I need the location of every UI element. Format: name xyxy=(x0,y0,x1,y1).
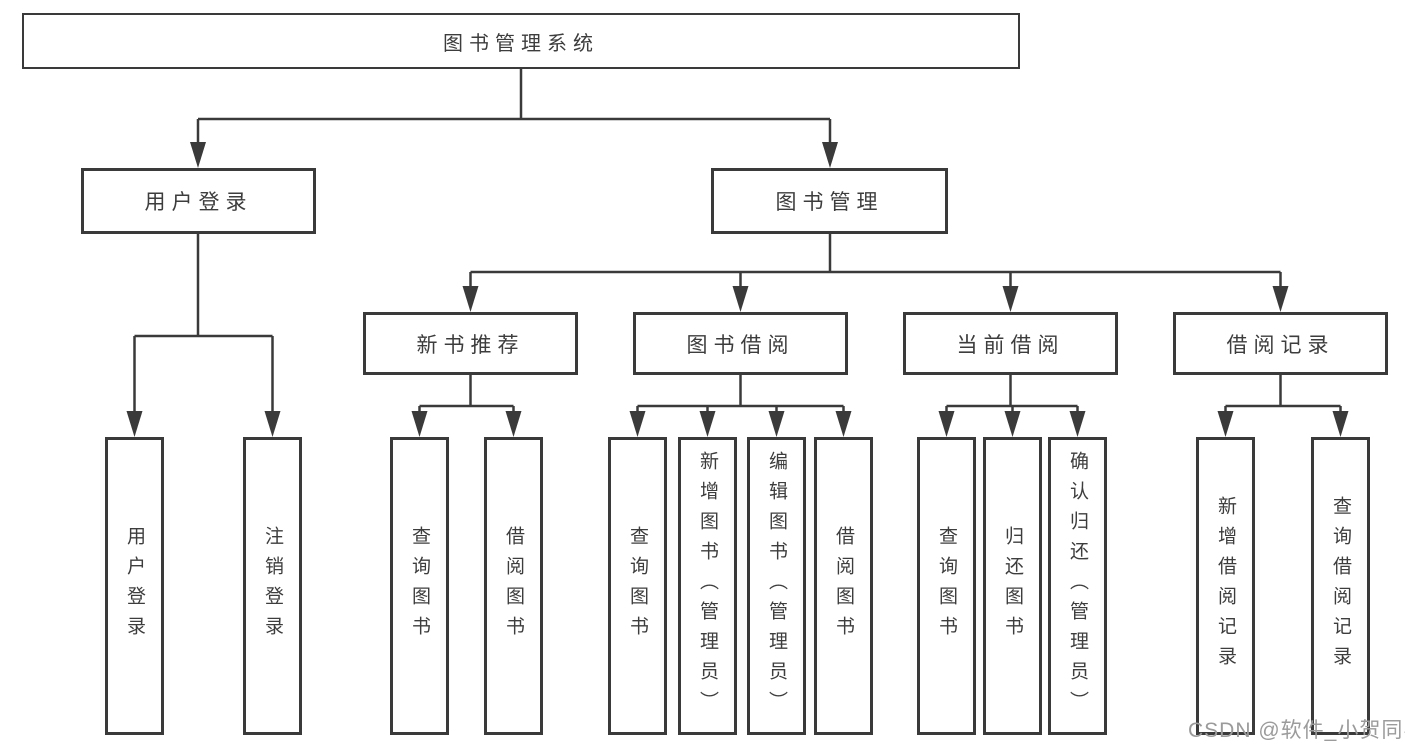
node-user-login: 用户登录 xyxy=(81,168,316,234)
node-book-borrow: 图书借阅 xyxy=(633,312,848,375)
watermark: CSDN @软件_小贺同学 xyxy=(1188,719,1405,742)
node-query-books-recommend: 查询图书 xyxy=(390,437,449,735)
node-query-borrow-record: 查询借阅记录 xyxy=(1311,437,1370,735)
node-confirm-return-admin: 确认归还（管理员） xyxy=(1048,437,1107,735)
node-borrow-records: 借阅记录 xyxy=(1173,312,1388,375)
node-add-borrow-record: 新增借阅记录 xyxy=(1196,437,1255,735)
node-current-borrow: 当前借阅 xyxy=(903,312,1118,375)
node-borrow-books-recommend: 借阅图书 xyxy=(484,437,543,735)
node-book-management: 图书管理 xyxy=(711,168,948,234)
node-return-books: 归还图书 xyxy=(983,437,1042,735)
node-library-system: 图书管理系统 xyxy=(22,13,1020,69)
node-query-books-borrow: 查询图书 xyxy=(608,437,667,735)
node-user-login-leaf: 用户登录 xyxy=(105,437,164,735)
node-edit-books-admin: 编辑图书（管理员） xyxy=(747,437,806,735)
node-logout-leaf: 注销登录 xyxy=(243,437,302,735)
node-query-books-current: 查询图书 xyxy=(917,437,976,735)
node-add-books-admin: 新增图书（管理员） xyxy=(678,437,737,735)
node-new-book-recommend: 新书推荐 xyxy=(363,312,578,375)
node-borrow-books-leaf: 借阅图书 xyxy=(814,437,873,735)
